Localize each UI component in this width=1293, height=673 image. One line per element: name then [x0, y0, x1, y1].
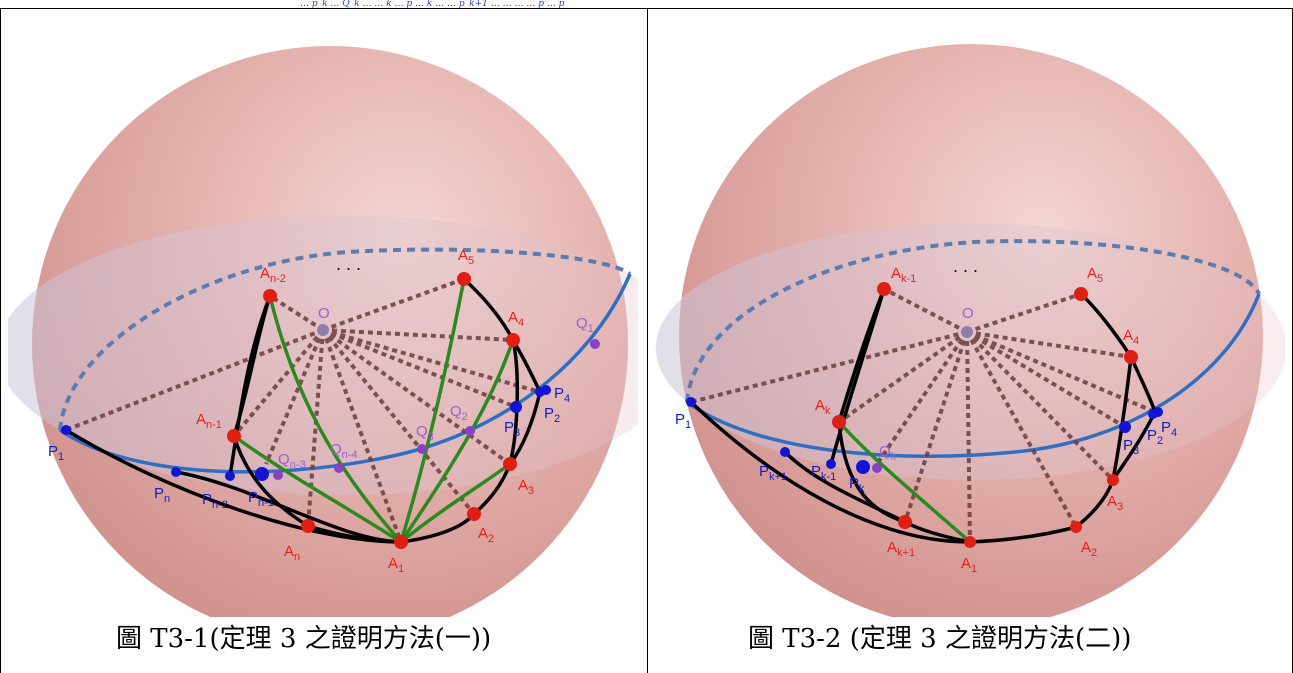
- q-points: [872, 463, 882, 473]
- label-A-3: A3: [518, 477, 534, 497]
- label-A-4: A4: [508, 309, 524, 329]
- label-A-k-1: Ak-1: [891, 265, 916, 285]
- vertex-point: [394, 535, 408, 549]
- vertex-point: [964, 536, 976, 548]
- center-point: [317, 324, 329, 336]
- p-point: [255, 467, 269, 481]
- equator-disc: [655, 223, 1285, 480]
- label-A-n-1: An-1: [196, 411, 222, 431]
- sphere-figure-right: . . . O Ak-1 A5 A4 Ak A3 A2 Ak+1 A1 P1 P…: [655, 44, 1285, 617]
- caption-right: 圖 T3-2 (定理 3 之證明方法(二)): [748, 624, 1132, 654]
- figure-cell-left: [0, 8, 647, 673]
- vertices: [832, 282, 1138, 548]
- vertex-point: [457, 272, 471, 286]
- label-P-4: P4: [1161, 419, 1177, 439]
- equator-back: [58, 247, 632, 431]
- p-point: [225, 471, 235, 481]
- vertex-point: [263, 289, 277, 303]
- p-point: [1153, 407, 1163, 417]
- label-A-4: A4: [1123, 327, 1139, 347]
- center-point: [961, 326, 973, 338]
- label-P-3: P3: [1123, 437, 1139, 457]
- q-point: [465, 426, 475, 436]
- label-A-3: A3: [1107, 493, 1123, 513]
- vertex-point: [301, 519, 315, 533]
- equator-front: [685, 293, 1261, 459]
- p-point: [61, 425, 71, 435]
- label-A-5: A5: [1087, 265, 1103, 285]
- label-Q-3: Q3: [416, 423, 434, 443]
- q-point: [334, 463, 344, 473]
- label-P-n-1: Pn-1: [248, 489, 274, 509]
- label-P-n-2: Pn-2: [202, 491, 228, 511]
- cropped-header-text: … p_k … Q_k … … k … p … k … … p_k+1 … … …: [300, 0, 565, 8]
- caption-left: 圖 T3-1(定理 3 之證明方法(一)): [116, 624, 492, 654]
- vertex-point: [1107, 474, 1119, 486]
- label-Q-n-3: Qn-3: [278, 451, 306, 471]
- p-point: [510, 401, 522, 413]
- label-Q-k: Qk: [879, 443, 897, 463]
- label-P-4: P4: [554, 385, 570, 405]
- radii: [65, 277, 541, 543]
- ellipsis: . . .: [336, 254, 361, 274]
- q-point: [590, 339, 600, 349]
- sphere-figure-left: . . . O An-2 A5 A4 An-1 A3 A2 An A1 P1 P…: [8, 46, 638, 617]
- label-P-2: P2: [544, 405, 560, 425]
- p-point: [541, 385, 551, 395]
- vertex-point: [503, 457, 517, 471]
- label-A-k: Ak: [815, 397, 831, 417]
- label-A-2: A2: [1081, 539, 1097, 559]
- equator-front: [59, 273, 632, 474]
- p-point: [780, 447, 790, 457]
- label-A-n-2: An-2: [260, 265, 286, 285]
- label-Q-2: Q2: [450, 403, 468, 423]
- label-A-1: A1: [961, 555, 977, 575]
- label-A-1: A1: [388, 555, 404, 575]
- center-label-O: O: [318, 305, 330, 322]
- label-A-k+1: Ak+1: [887, 539, 915, 559]
- label-A-n: An: [284, 543, 300, 563]
- label-A-5: A5: [458, 247, 474, 267]
- p-point: [1119, 421, 1131, 433]
- p-point: [826, 459, 836, 469]
- equator-points: [61, 385, 551, 481]
- vertex-point: [227, 429, 241, 443]
- ellipsis: . . .: [953, 256, 978, 276]
- vertices: [227, 272, 520, 549]
- label-P-k-1: Pk-1: [811, 463, 836, 483]
- q-point: [872, 463, 882, 473]
- label-Q-n-4: Qn-4: [330, 441, 358, 461]
- equator-points: [686, 397, 1163, 474]
- p-point: [686, 397, 696, 407]
- diagonals: [837, 420, 972, 544]
- label-A-2: A2: [478, 525, 494, 545]
- vertex-point: [1074, 287, 1088, 301]
- q-point: [417, 444, 427, 454]
- diagonals: [232, 278, 515, 544]
- q-point: [273, 470, 283, 480]
- vertex-point: [898, 515, 912, 529]
- label-P-1: P1: [675, 411, 691, 431]
- vertex-point: [1070, 521, 1082, 533]
- center-label-O: O: [962, 305, 974, 322]
- vertex-point: [1124, 350, 1138, 364]
- vertex-point: [467, 507, 481, 521]
- vertex-point: [877, 282, 891, 296]
- equator-back: [685, 239, 1261, 403]
- label-P-3: P3: [504, 419, 520, 439]
- radii: [690, 287, 1156, 543]
- label-P-k: Pk: [849, 475, 865, 495]
- p-point: [171, 467, 181, 477]
- label-P-2: P2: [1147, 427, 1163, 447]
- label-Q-1: Q1: [576, 315, 594, 335]
- vertex-point: [506, 333, 520, 347]
- vertex-point: [832, 415, 846, 429]
- label-P-n: Pn: [154, 485, 170, 505]
- label-P-k+1: Pk+1: [759, 463, 787, 483]
- polygon-edges: [689, 288, 1157, 544]
- p-point: [856, 460, 870, 474]
- q-points: [273, 339, 600, 480]
- label-P-1: P1: [48, 443, 64, 463]
